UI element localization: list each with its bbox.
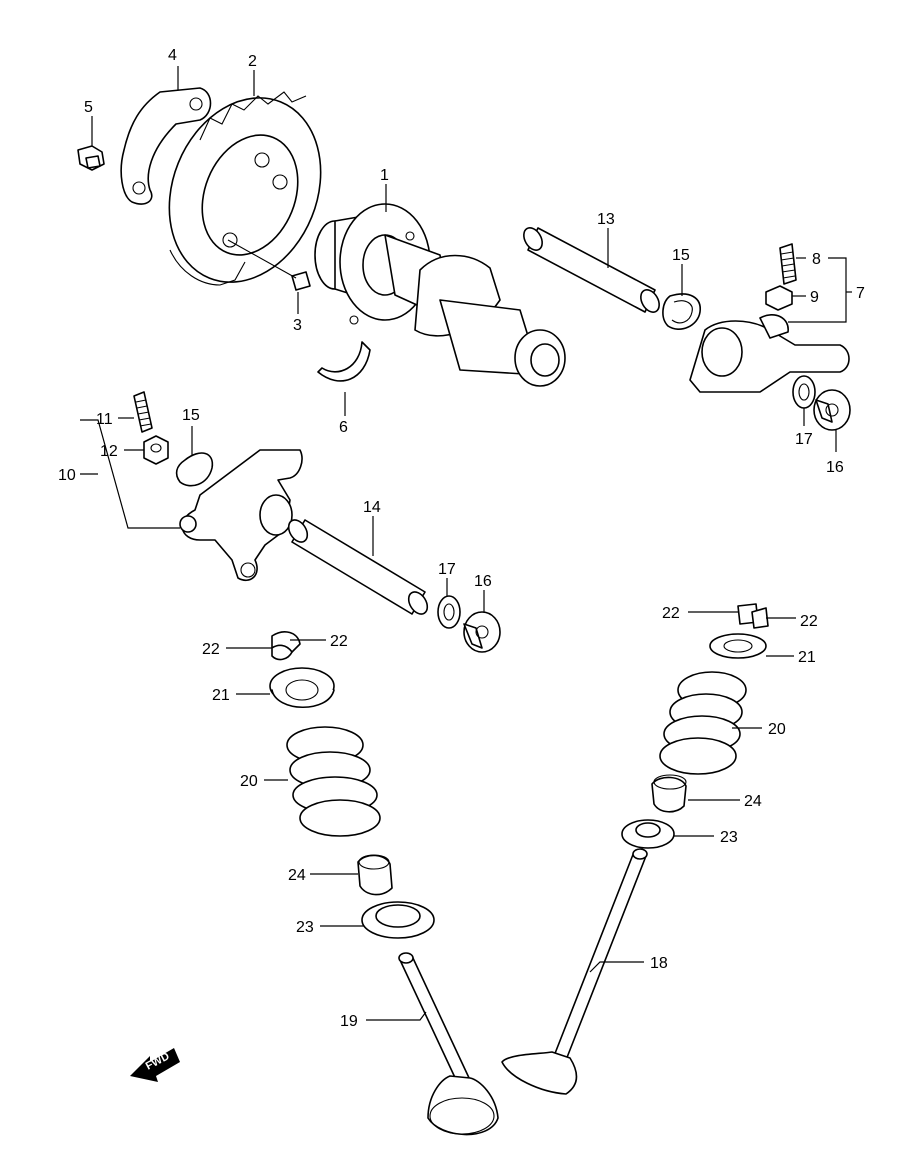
adjusting-screw-upper (779, 243, 797, 285)
o-ring-upper (662, 293, 701, 330)
callout-17-upper: 17 (795, 431, 813, 448)
callout-24-left: 24 (288, 867, 306, 884)
rocker-arm-lower (179, 449, 303, 582)
camshaft (314, 203, 566, 387)
lock-nut-lower (143, 435, 169, 465)
rocker-shaft-upper (523, 227, 660, 313)
dowel-pin (227, 239, 311, 291)
valve-seal-left (357, 854, 393, 896)
rocker-shaft-lower (287, 519, 429, 615)
cotter-left (271, 631, 301, 661)
callout-20-left: 20 (240, 773, 258, 790)
callout-10: 10 (58, 467, 76, 484)
spring-seat-left (361, 901, 435, 939)
adjusting-screw-lower (133, 391, 153, 433)
callout-12: 12 (100, 443, 118, 460)
callout-3: 3 (293, 317, 302, 334)
plug-bolt-upper (813, 389, 851, 431)
callout-24-right: 24 (744, 793, 762, 810)
callout-9: 9 (810, 289, 819, 306)
retainer-plate (120, 87, 212, 205)
half-ring (317, 341, 371, 382)
leader-lines (80, 66, 852, 1021)
valve-seal-right (651, 774, 687, 813)
valve-spring-left (286, 726, 381, 837)
o-ring-lower (175, 452, 214, 487)
callout-4: 4 (168, 47, 177, 64)
spring-seat-right (621, 819, 675, 849)
cotter-right (737, 603, 769, 629)
callout-7: 7 (856, 285, 865, 302)
callout-15-upper: 15 (672, 247, 690, 264)
callout-2: 2 (248, 53, 257, 70)
callout-13: 13 (597, 211, 615, 228)
callout-22-right-a: 22 (662, 605, 680, 622)
washer-upper (792, 375, 816, 409)
callout-23-right: 23 (720, 829, 738, 846)
retainer-left (269, 667, 335, 709)
callout-5: 5 (84, 99, 93, 116)
callout-19: 19 (340, 1013, 358, 1030)
rocker-arm-upper (689, 314, 850, 393)
callout-17-lower: 17 (438, 561, 456, 578)
callout-15-lower: 15 (182, 407, 200, 424)
fwd-arrow-icon: FWD (130, 1048, 180, 1082)
callout-23-left: 23 (296, 919, 314, 936)
valve-spring-right (659, 671, 747, 775)
lock-nut-upper (765, 285, 793, 311)
valve-right (501, 848, 648, 1095)
callout-21-left: 21 (212, 687, 230, 704)
callout-22-right-b: 22 (800, 613, 818, 630)
callout-20-right: 20 (768, 721, 786, 738)
callout-1: 1 (380, 167, 389, 184)
plug-bolt-lower (463, 611, 501, 653)
callout-6: 6 (339, 419, 348, 436)
callout-11: 11 (96, 411, 113, 428)
bolt (77, 145, 105, 171)
callout-16-lower: 16 (474, 573, 492, 590)
callout-22-left-b: 22 (330, 633, 348, 650)
retainer-right (709, 633, 767, 659)
callout-8: 8 (812, 251, 821, 268)
callout-18: 18 (650, 955, 668, 972)
valve-left (398, 952, 499, 1136)
callout-16-upper: 16 (826, 459, 844, 476)
callout-21-right: 21 (798, 649, 816, 666)
callout-14: 14 (363, 499, 381, 516)
callouts: 1 2 3 4 5 6 7 8 9 10 11 12 13 14 15 15 1… (58, 47, 865, 1030)
callout-22-left-a: 22 (202, 641, 220, 658)
washer-lower (437, 595, 461, 629)
cam-sprocket (168, 91, 322, 286)
